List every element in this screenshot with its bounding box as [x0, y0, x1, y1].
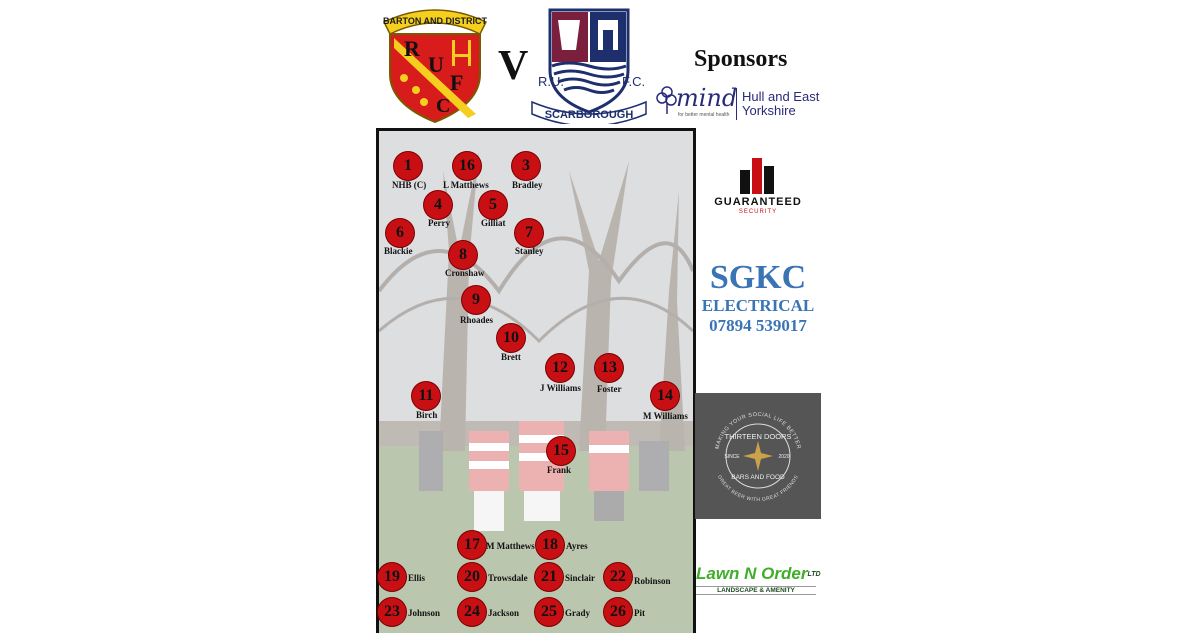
- player-number-badge: 5: [479, 191, 507, 219]
- player-number-badge: 25: [535, 598, 563, 626]
- player-name: Robinson: [634, 576, 671, 586]
- player-name: Birch: [416, 410, 438, 420]
- player-name: Perry: [428, 218, 450, 228]
- mind-flower-icon: [656, 86, 677, 114]
- player-number-badge: 21: [535, 563, 563, 591]
- thirteen-doors-logo: MAKING YOUR SOCIAL LIFE BETTER THIRTEEN …: [695, 393, 821, 519]
- player-number-badge: 11: [412, 382, 440, 410]
- compass-icon: MAKING YOUR SOCIAL LIFE BETTER THIRTEEN …: [715, 412, 801, 503]
- mind-hull-logo: mind for better mental health Hull and E…: [656, 82, 821, 124]
- player-name: M Williams: [643, 411, 688, 421]
- svg-text:R: R: [404, 36, 421, 61]
- svg-text:2020: 2020: [778, 454, 789, 460]
- player-name: M Matthews: [486, 541, 535, 551]
- lawn-n-order-sub: LANDSCAPE & AMENITY: [696, 586, 816, 595]
- player-name: Johnson: [408, 608, 441, 618]
- player-number-badge: 3: [512, 152, 540, 180]
- player-name: Foster: [597, 384, 622, 394]
- lawn-n-order-logo: Lawn N OrderLTD LANDSCAPE & AMENITY: [694, 562, 821, 600]
- player-name: Frank: [547, 465, 572, 475]
- lawn-n-order-name: Lawn N OrderLTD: [696, 564, 821, 583]
- svg-text:BARTON AND DISTRICT: BARTON AND DISTRICT: [383, 16, 487, 26]
- mind-tagline: for better mental health: [678, 112, 730, 118]
- player-name: Blackie: [384, 246, 413, 256]
- svg-text:R.U.: R.U.: [538, 74, 564, 89]
- player-name: Gilliat: [481, 218, 506, 228]
- sponsors-title: Sponsors: [694, 46, 788, 72]
- player-name: Jackson: [488, 608, 520, 618]
- guaranteed-name: GUARANTEED: [714, 196, 802, 208]
- player-number-badge: 9: [462, 286, 490, 314]
- mind-wordmark: mind: [676, 84, 738, 112]
- svg-text:BARS AND FOOD: BARS AND FOOD: [731, 474, 785, 481]
- player-name: L Matthews: [443, 180, 489, 190]
- player-number-badge: 19: [378, 563, 406, 591]
- sgkc-phone: 07894 539017: [709, 316, 807, 335]
- sgkc-trade: ELECTRICAL: [701, 296, 815, 315]
- svg-text:THIRTEEN DOORS: THIRTEEN DOORS: [725, 432, 792, 441]
- player-number-badge: 4: [424, 191, 452, 219]
- mind-divider: [736, 88, 737, 120]
- svg-text:F: F: [450, 70, 463, 95]
- player-name: J Williams: [540, 383, 581, 393]
- sgkc-name: SGKC: [709, 259, 807, 296]
- player-name: Rhoades: [460, 315, 494, 325]
- player-name: Grady: [565, 608, 591, 618]
- player-number-badge: 23: [378, 598, 406, 626]
- player-number-badge: 7: [515, 219, 543, 247]
- versus-label: V: [498, 43, 529, 89]
- player-name: Brett: [501, 352, 521, 362]
- player-number-badge: 15: [547, 437, 575, 465]
- guaranteed-security-logo: GUARANTEED SECURITY: [694, 156, 822, 218]
- player-number-badge: 22: [604, 563, 632, 591]
- player-number-badge: 18: [536, 531, 564, 559]
- player-number-badge: 13: [595, 354, 623, 382]
- player-name: Pit: [634, 608, 645, 618]
- player-number-badge: 20: [458, 563, 486, 591]
- barton-rufc-crest: BARTON AND DISTRICT R U F C: [380, 4, 490, 124]
- player-number-badge: 14: [651, 382, 679, 410]
- player-number-badge: 10: [497, 324, 525, 352]
- player-number-badge: 26: [604, 598, 632, 626]
- player-name: Ellis: [408, 573, 426, 583]
- svg-text:SCARBOROUGH: SCARBOROUGH: [545, 109, 634, 121]
- player-name: Trowsdale: [488, 573, 528, 583]
- player-number-badge: 8: [449, 241, 477, 269]
- player-number-badge: 1: [394, 152, 422, 180]
- player-number-badge: 17: [458, 531, 486, 559]
- player-name: Stanley: [515, 246, 544, 256]
- sgkc-electrical-ad: SGKC ELECTRICAL 07894 539017: [696, 260, 820, 336]
- svg-text:U: U: [428, 52, 444, 77]
- player-name: NHB (C): [392, 180, 427, 190]
- player-number-badge: 16: [453, 152, 481, 180]
- svg-text:F.C.: F.C.: [622, 74, 645, 89]
- svg-text:SINCE: SINCE: [724, 454, 740, 460]
- player-name: Ayres: [566, 541, 588, 551]
- scarborough-rufc-crest: R.U. F.C. SCARBOROUGH: [528, 6, 650, 127]
- player-name: Sinclair: [565, 573, 596, 583]
- player-name: Bradley: [512, 180, 543, 190]
- player-number-badge: 24: [458, 598, 486, 626]
- mind-region: Hull and East Yorkshire: [742, 89, 820, 118]
- guaranteed-sub: SECURITY: [738, 209, 778, 215]
- player-name: Cronshaw: [445, 268, 485, 278]
- svg-text:C: C: [436, 95, 450, 117]
- building-icon: [740, 158, 774, 194]
- player-number-badge: 12: [546, 354, 574, 382]
- player-number-badge: 6: [386, 219, 414, 247]
